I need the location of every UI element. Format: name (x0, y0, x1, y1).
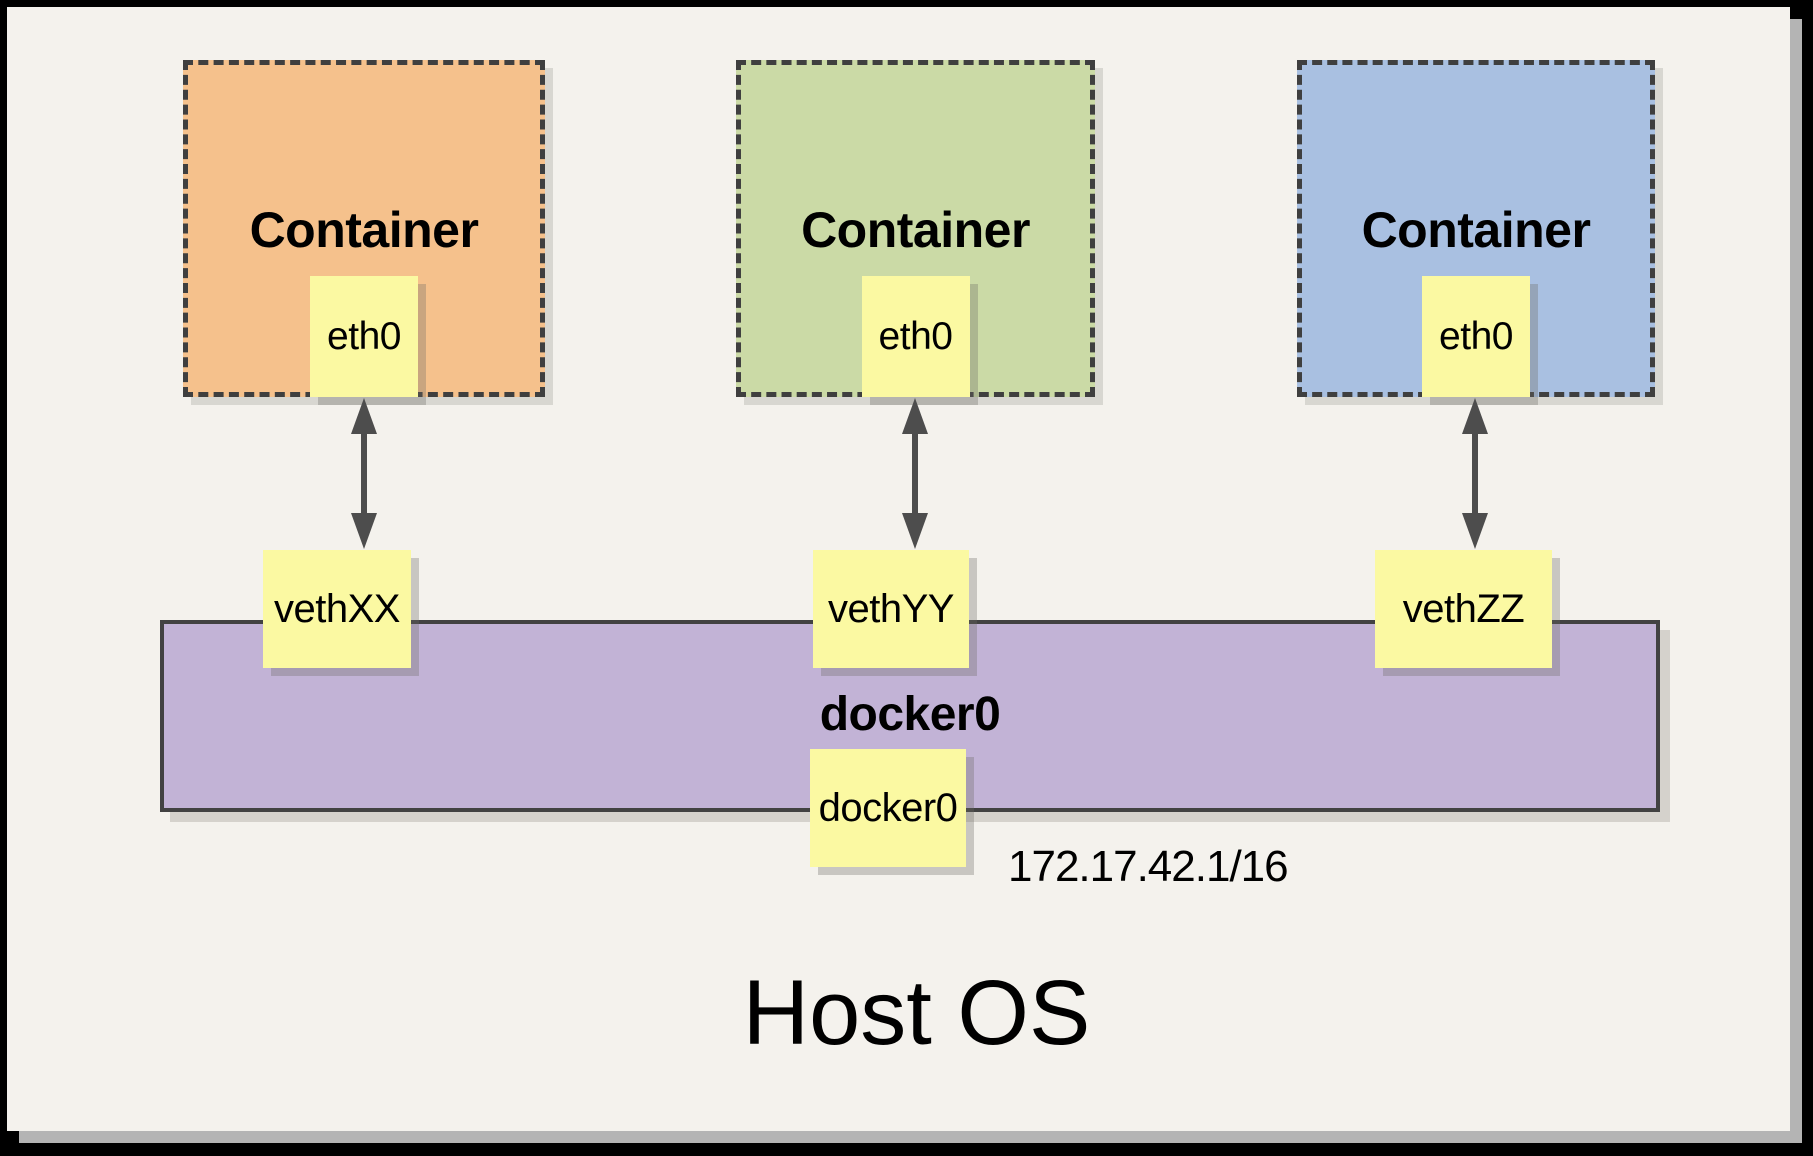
veth-connection-arrow-2 (902, 398, 928, 549)
container-1-eth0-note: eth0 (310, 276, 418, 397)
docker0-bridge-label: docker0 (819, 688, 1001, 741)
container-3-eth0-label: eth0 (1439, 314, 1513, 358)
host-os-title: Host OS (742, 962, 1091, 1064)
container-box-1: Container eth0 (183, 60, 545, 397)
container-box-2: Container eth0 (736, 60, 1095, 397)
veth-connection-arrow-3 (1462, 398, 1488, 549)
vethXX-note: vethXX (263, 550, 411, 668)
container-box-3: Container eth0 (1297, 60, 1655, 397)
bridge-ip-address: 172.17.42.1/16 (1008, 842, 1289, 891)
vethYY-note: vethYY (813, 550, 969, 668)
container-2-eth0-note: eth0 (861, 276, 970, 397)
vethYY-label: vethYY (828, 586, 954, 631)
vethZZ-note: vethZZ (1375, 550, 1552, 668)
container-1-eth0-label: eth0 (327, 314, 401, 358)
host-os-canvas: Container eth0 Container eth0 Container … (7, 7, 1790, 1131)
container-1-label: Container (249, 202, 479, 258)
veth-connection-arrow-1 (351, 398, 377, 549)
vethZZ-label: vethZZ (1402, 586, 1525, 631)
docker0-interface-label: docker0 (818, 785, 958, 830)
container-3-label: Container (1361, 202, 1591, 258)
container-3-eth0-note: eth0 (1422, 276, 1530, 397)
vethXX-label: vethXX (274, 586, 400, 631)
docker0-interface-note: docker0 (810, 749, 966, 867)
container-2-label: Container (801, 202, 1030, 258)
container-2-eth0-label: eth0 (878, 314, 953, 358)
